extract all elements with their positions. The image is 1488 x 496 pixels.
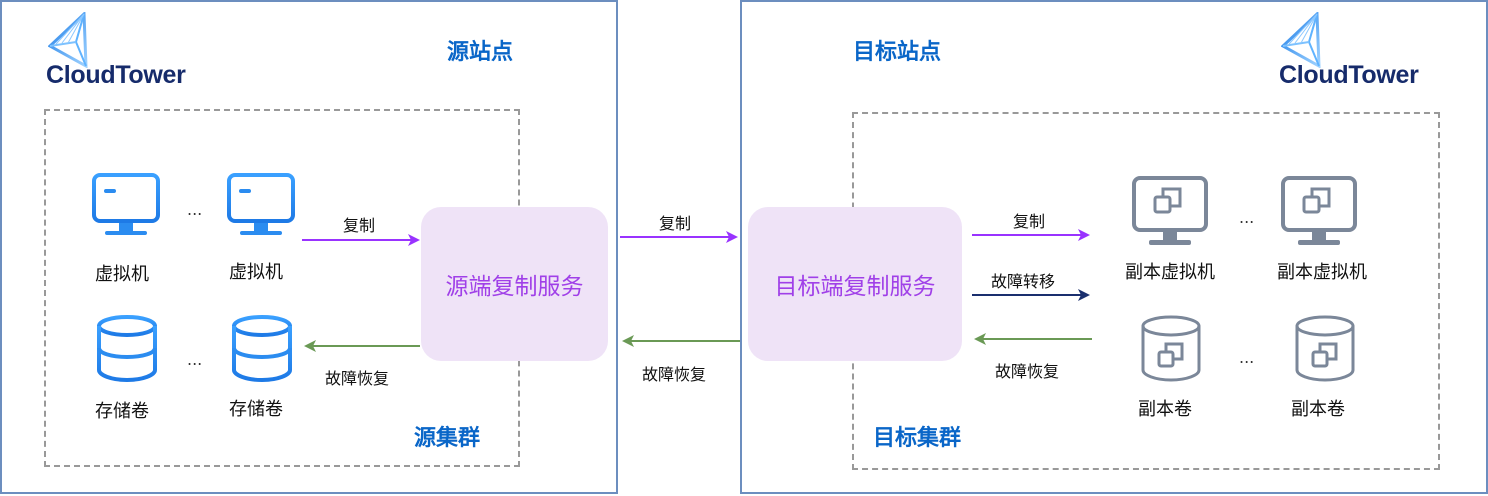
replicate-arrow: [972, 229, 1090, 241]
source-site-title: 源站点: [447, 40, 514, 65]
replica-volume-database-icon: [1141, 315, 1201, 382]
vm-monitor-icon: [227, 173, 295, 235]
replicate-label: 复制: [659, 214, 692, 233]
target-site-title: 目标站点: [853, 40, 942, 65]
replica-volume-database-icon: [1295, 315, 1355, 382]
replica-volume-label: 副本卷: [1138, 399, 1192, 420]
source-cluster-title: 源集群: [414, 426, 481, 451]
replica-vm-monitor-icon: [1132, 176, 1208, 245]
volume-label: 存储卷: [229, 399, 283, 420]
replica-vm-monitor-icon: [1281, 176, 1357, 245]
recovery-label: 故障恢复: [642, 365, 707, 384]
replica-vm-label: 副本虚拟机: [1125, 262, 1215, 283]
source-replication-service: 源端复制服务: [421, 207, 608, 361]
ellipsis: ...: [187, 200, 203, 219]
failover-label: 故障转移: [991, 272, 1056, 291]
ellipsis: ...: [187, 350, 203, 369]
logo-wordmark: CloudTower: [1279, 61, 1419, 89]
replicate-label: 复制: [343, 216, 376, 235]
failover-arrow: [972, 289, 1090, 301]
replica-volume-label: 副本卷: [1291, 399, 1345, 420]
replicate-arrow: [302, 234, 420, 246]
volume-database-icon: [97, 315, 157, 383]
target-replication-service: 目标端复制服务: [748, 207, 962, 361]
ellipsis: ...: [1239, 348, 1255, 367]
vm-label: 虚拟机: [95, 264, 149, 285]
recovery-label: 故障恢复: [325, 369, 390, 388]
cloudtower-logo-target: CloudTower: [1279, 10, 1449, 90]
vm-label: 虚拟机: [229, 262, 283, 283]
logo-wordmark: CloudTower: [46, 61, 186, 89]
cloudtower-logo-icon: [1281, 12, 1321, 68]
replicate-label: 复制: [1013, 212, 1046, 231]
cloudtower-logo-source: CloudTower: [46, 10, 216, 90]
replicate-arrow: [620, 231, 738, 243]
recovery-arrow: [304, 340, 420, 352]
target-cluster-title: 目标集群: [873, 426, 962, 451]
volume-label: 存储卷: [95, 401, 149, 422]
cloudtower-logo-icon: [48, 12, 88, 68]
volume-database-icon: [232, 315, 292, 383]
recovery-label: 故障恢复: [995, 362, 1060, 381]
replica-vm-label: 副本虚拟机: [1277, 262, 1367, 283]
vm-monitor-icon: [92, 173, 160, 235]
ellipsis: ...: [1239, 208, 1255, 227]
recovery-arrow: [974, 333, 1092, 345]
recovery-arrow: [622, 335, 740, 347]
